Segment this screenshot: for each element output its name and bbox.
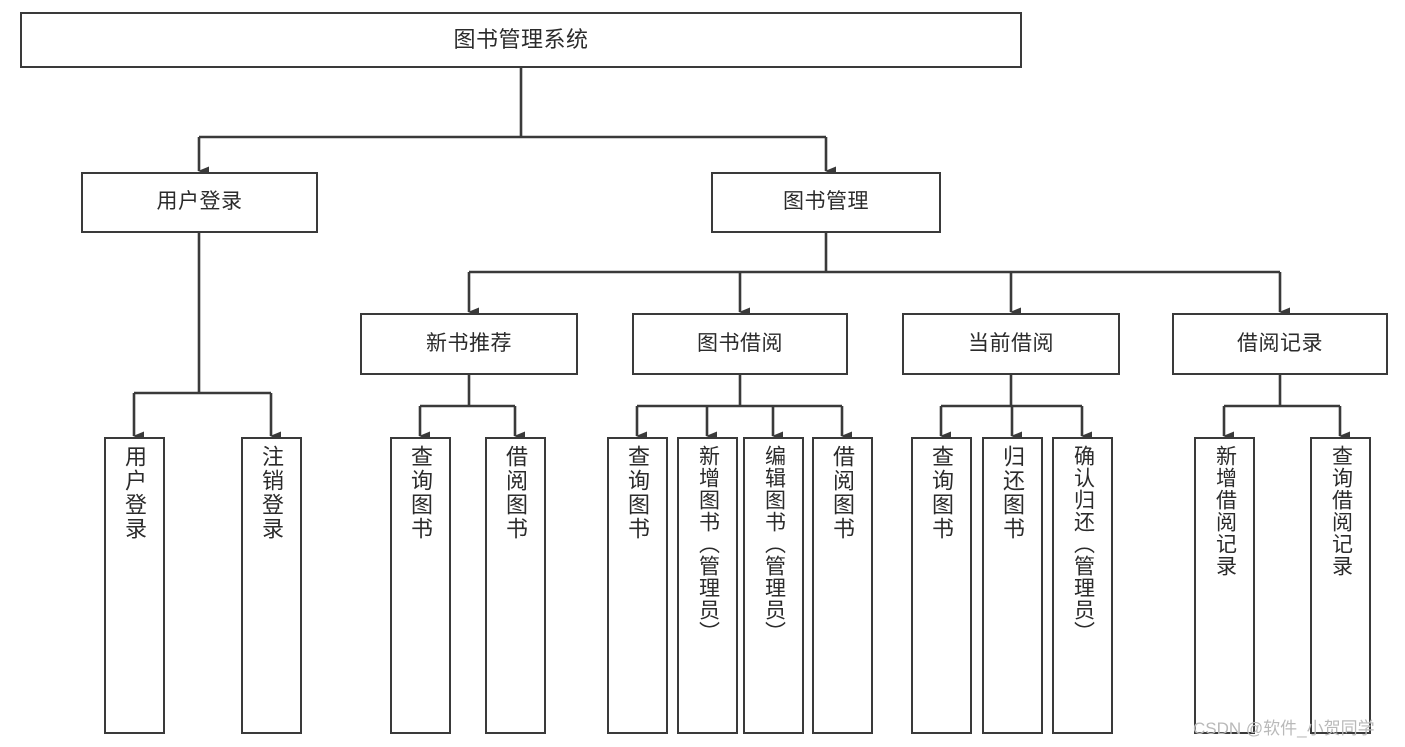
node-book-management-module[interactable]: 图书管理 <box>711 172 941 233</box>
node-label: 查询图书 <box>929 445 955 541</box>
node-label: 用户登录 <box>156 190 243 214</box>
node-label: 确认归还（管理员） <box>1071 445 1095 643</box>
node-label: 新增图书（管理员） <box>696 445 720 643</box>
node-leaf-return-book[interactable]: 归还图书 <box>982 437 1043 734</box>
node-label: 查询图书 <box>408 445 434 541</box>
node-user-login-module[interactable]: 用户登录 <box>81 172 318 233</box>
node-label: 图书借阅 <box>697 331 783 355</box>
node-label: 借阅图书 <box>503 445 529 541</box>
node-label: 查询借阅记录 <box>1329 445 1353 577</box>
node-leaf-add-borrow-record[interactable]: 新增借阅记录 <box>1194 437 1255 734</box>
node-leaf-user-login[interactable]: 用户登录 <box>104 437 165 734</box>
node-leaf-query-borrow-record[interactable]: 查询借阅记录 <box>1310 437 1371 734</box>
node-label: 用户登录 <box>122 445 148 541</box>
node-label: 借阅图书 <box>830 445 856 541</box>
node-leaf-borrow-book[interactable]: 借阅图书 <box>812 437 873 734</box>
node-label: 编辑图书（管理员） <box>762 445 786 643</box>
node-leaf-user-logout[interactable]: 注销登录 <box>241 437 302 734</box>
node-label: 查询图书 <box>625 445 651 541</box>
node-label: 注销登录 <box>259 445 285 541</box>
node-label: 归还图书 <box>1000 445 1026 541</box>
node-leaf-current-query-book[interactable]: 查询图书 <box>911 437 972 734</box>
node-new-book-recommend[interactable]: 新书推荐 <box>360 313 578 375</box>
node-label: 图书管理 <box>783 190 869 214</box>
watermark: CSDN @软件_小贺同学 <box>1193 719 1375 738</box>
node-leaf-borrow-query-book[interactable]: 查询图书 <box>607 437 668 734</box>
node-leaf-new-borrow-book[interactable]: 借阅图书 <box>485 437 546 734</box>
node-label: 新增借阅记录 <box>1213 445 1237 577</box>
node-label: 新书推荐 <box>426 331 512 355</box>
node-current-borrow[interactable]: 当前借阅 <box>902 313 1120 375</box>
node-leaf-new-query-book[interactable]: 查询图书 <box>390 437 451 734</box>
node-label: 当前借阅 <box>968 331 1054 355</box>
node-root[interactable]: 图书管理系统 <box>20 12 1022 68</box>
node-borrow-record[interactable]: 借阅记录 <box>1172 313 1388 375</box>
node-label: 借阅记录 <box>1237 331 1323 355</box>
node-label: 图书管理系统 <box>453 27 589 53</box>
node-leaf-confirm-return-admin[interactable]: 确认归还（管理员） <box>1052 437 1113 734</box>
node-leaf-add-book-admin[interactable]: 新增图书（管理员） <box>677 437 738 734</box>
node-leaf-edit-book-admin[interactable]: 编辑图书（管理员） <box>743 437 804 734</box>
node-book-borrow[interactable]: 图书借阅 <box>632 313 848 375</box>
